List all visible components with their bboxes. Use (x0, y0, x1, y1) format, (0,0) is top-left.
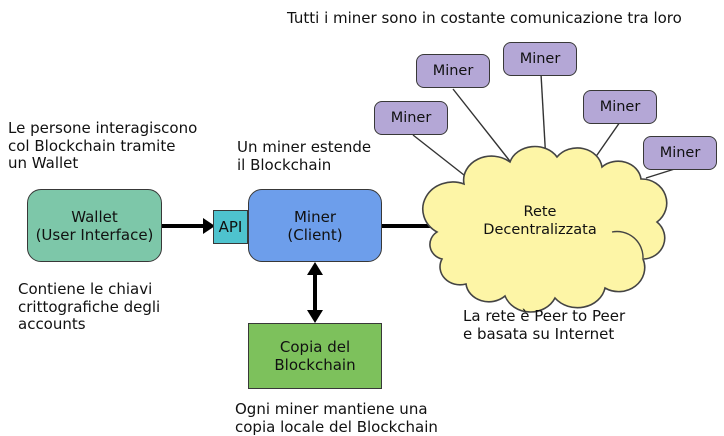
miner-note: Un miner estende il Blockchain (237, 139, 371, 174)
miner-node-5: Miner (643, 136, 717, 170)
network-note-line1: La rete è Peer to Peer (463, 308, 625, 326)
wallet-note-line1: Le persone interagiscono (8, 120, 197, 138)
copy-note-line2: copia locale del Blockchain (235, 419, 438, 436)
wallet-note: Le persone interagiscono col Blockchain … (8, 120, 197, 173)
api-node-label: API (219, 220, 243, 235)
copy-note: Ogni miner mantiene una copia locale del… (235, 401, 438, 436)
miner1-line (413, 135, 478, 186)
miner-node-4: Miner (583, 90, 657, 124)
miner-node-3: Miner (503, 42, 577, 76)
copy-note-line1: Ogni miner mantiene una (235, 401, 438, 419)
miner3-line (541, 74, 546, 162)
miner-node-1-label: Miner (391, 109, 432, 127)
miner4-line (588, 122, 620, 168)
miner-note-line1: Un miner estende (237, 139, 371, 157)
keys-note-line2: crittografiche degli (18, 299, 160, 317)
network-cloud-title: Rete (440, 203, 640, 221)
keys-note: Contiene le chiavi crittografiche degli … (18, 281, 160, 334)
miner-node-1: Miner (374, 101, 448, 135)
miner-client-node: Miner (Client) (248, 189, 382, 262)
miner2-line (453, 89, 513, 165)
miner-node-3-label: Miner (520, 50, 561, 68)
miner-node-4-label: Miner (600, 98, 641, 116)
wallet-node-title: Wallet (71, 208, 118, 226)
top-caption: Tutti i miner sono in costante comunicaz… (287, 9, 682, 27)
wallet-node: Wallet (User Interface) (27, 189, 162, 262)
blockchain-copy-subtitle: Blockchain (274, 356, 355, 374)
network-cloud-label: Rete Decentralizzata (440, 203, 640, 239)
miner-to-copy-arrowhead-up-icon (307, 262, 323, 275)
keys-note-line3: accounts (18, 316, 160, 334)
miner-client-title: Miner (294, 208, 336, 226)
keys-note-line1: Contiene le chiavi (18, 281, 160, 299)
network-cloud-subtitle: Decentralizzata (440, 221, 640, 239)
blockchain-copy-node: Copia del Blockchain (248, 323, 382, 389)
network-note-line2: e basata su Internet (463, 326, 625, 344)
api-node: API (213, 210, 248, 244)
miner-node-2: Miner (416, 54, 490, 88)
miner-client-subtitle: (Client) (287, 226, 342, 244)
miner-node-2-label: Miner (433, 62, 474, 80)
blockchain-copy-title: Copia del (280, 338, 350, 356)
miner-to-copy-arrowhead-down-icon (307, 310, 323, 323)
wallet-note-line3: un Wallet (8, 155, 197, 173)
wallet-note-line2: col Blockchain tramite (8, 138, 197, 156)
network-note: La rete è Peer to Peer e basata su Inter… (463, 308, 625, 343)
miner-node-5-label: Miner (660, 144, 701, 162)
wallet-node-subtitle: (User Interface) (36, 226, 154, 244)
miner-note-line2: il Blockchain (237, 157, 371, 175)
